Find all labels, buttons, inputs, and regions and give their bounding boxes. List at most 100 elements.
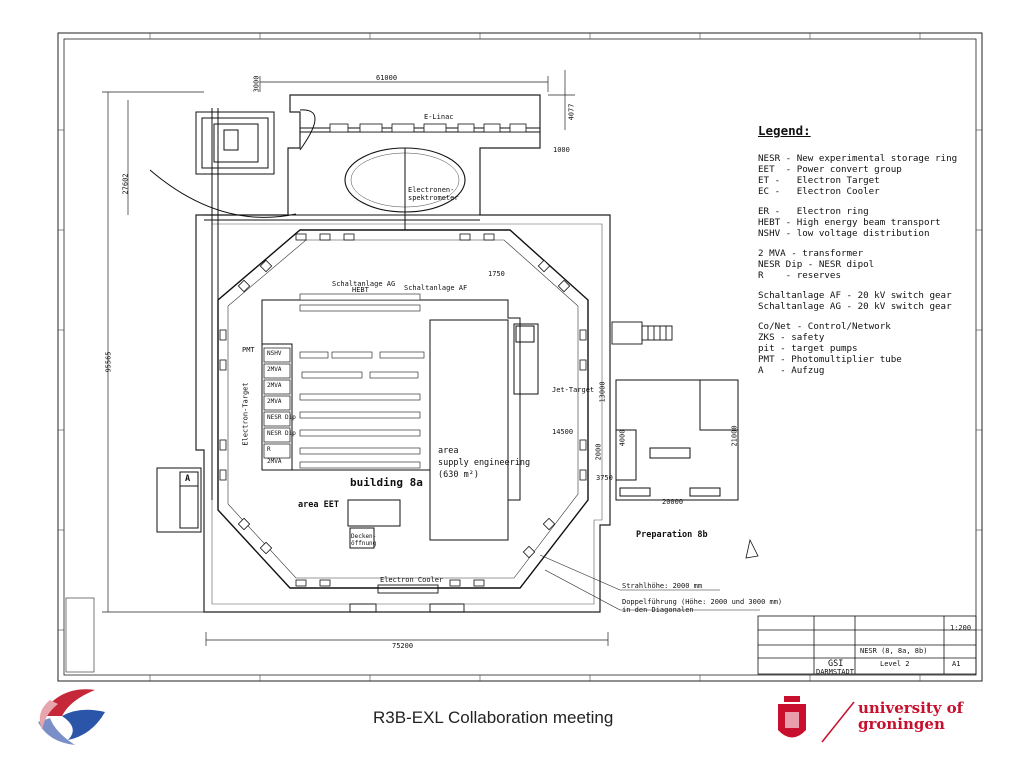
- bottom-details: [349, 584, 465, 613]
- label-area: area: [438, 446, 459, 456]
- dim-1750-label: 1750: [488, 270, 505, 278]
- right-stairs: [611, 321, 673, 345]
- legend-row: Schaltanlage AG - 20 kV switch gear: [758, 301, 952, 312]
- sidebox-label: 2MVA: [267, 458, 282, 465]
- drawing-frame-outer: [57, 32, 983, 682]
- sidebox-label: NESR Dip: [267, 430, 296, 437]
- revision-strip: [65, 597, 95, 673]
- label-elinac: E-Linac: [424, 113, 454, 121]
- legend-row: R - reserves: [758, 270, 841, 281]
- label-preparation-8b: Preparation 8b: [636, 530, 708, 540]
- sidebox-label: 2MVA: [267, 398, 282, 405]
- legend-group: 2 MVA - transformer NESR Dip - NESR dipo…: [758, 248, 978, 281]
- label-pmt: PMT: [242, 346, 255, 354]
- sidebox-label: 2MVA: [267, 382, 282, 389]
- label-schalt-af: Schaltanlage AF: [404, 284, 468, 292]
- label-electron-cooler: Electron Cooler: [380, 576, 444, 584]
- label-strahlhoehe: Strahlhöhe: 2000 mm: [622, 582, 703, 590]
- beamlines: [149, 108, 540, 500]
- legend: Legend: NESR - New experimental storage …: [758, 123, 978, 385]
- legend-group: ER - Electron ring HEBT - High energy be…: [758, 206, 978, 239]
- dimension-top: [259, 70, 575, 130]
- legend-row: 2 MVA - transformer: [758, 248, 864, 259]
- dimension-bottom: [205, 632, 609, 646]
- legend-row: HEBT - High energy beam transport: [758, 217, 941, 228]
- dim-2000-label: 2000: [594, 443, 603, 461]
- label-aufzug-left: A: [185, 474, 191, 484]
- label-doppel-2: in den Diagonalen: [622, 606, 694, 614]
- legend-row: NESR - New experimental storage ring: [758, 153, 958, 164]
- meeting-title: R3B-EXL Collaboration meeting: [373, 708, 614, 727]
- leader-lines: [539, 554, 760, 611]
- hall-inner-outline: [211, 223, 603, 605]
- legend-row: Schaltanlage AF - 20 kV switch gear: [758, 290, 952, 301]
- university-name: university of groningen: [858, 700, 963, 732]
- label-electron-spectrometer: Electronen-spektrometer: [408, 186, 459, 202]
- legend-group: Schaltanlage AF - 20 kV switch gear Scha…: [758, 290, 978, 312]
- label-supply-area: (630 m²): [438, 470, 479, 480]
- dim-3750-label: 3750: [596, 474, 613, 482]
- label-supply: supply engineering: [438, 458, 531, 468]
- titleblock-company-2: DARMSTADT: [816, 668, 854, 676]
- north-arrow-icon: [745, 538, 759, 559]
- legend-row: NSHV - low voltage distribution: [758, 228, 930, 239]
- dim-13000-label: 13000: [598, 381, 607, 403]
- label-decken: Decken-öffnung: [351, 533, 377, 547]
- label-electron-target: Electron-Target: [241, 382, 250, 446]
- titleblock-scale: 1:200: [950, 624, 972, 632]
- sidebox-label: 2MVA: [267, 366, 282, 373]
- legend-row: PMT - Photomultiplier tube: [758, 354, 902, 365]
- side-boxes: [263, 347, 291, 459]
- elinac-elements: [329, 123, 527, 133]
- dimension-left: [102, 91, 204, 613]
- legend-group: Co/Net - Control/Network ZKS - safety pi…: [758, 321, 978, 376]
- legend-group: NESR - New experimental storage ring EET…: [758, 153, 978, 197]
- legend-row: NESR Dip - NESR dipol: [758, 259, 875, 270]
- dim-bottom-label: 75200: [392, 642, 414, 650]
- titleblock-sheet: A1: [952, 660, 961, 668]
- legend-row: EC - Electron Cooler: [758, 186, 880, 197]
- legend-row: EET - Power convert group: [758, 164, 902, 175]
- frame-ticks: [58, 33, 982, 681]
- dim-left-label: 95565: [104, 351, 113, 373]
- upper-left-building: [195, 111, 275, 175]
- label-doppel-1: Doppelführung (Höhe: 2000 und 3000 mm): [622, 598, 783, 606]
- equipment-rows: [299, 293, 425, 469]
- left-elevator: [156, 467, 202, 533]
- dim-left-upper-label: 27602: [121, 173, 130, 195]
- dim-top-label: 61000: [376, 74, 398, 82]
- sidebox-label: R: [267, 446, 271, 453]
- dim-3000-label: 3000: [252, 75, 261, 93]
- titleblock-project: NESR (8, 8a, 8b): [860, 647, 928, 655]
- title-block: [757, 615, 977, 675]
- dim-20000-label: 20000: [662, 498, 684, 506]
- sidebox-label: NESR Dip: [267, 414, 296, 421]
- legend-title: Legend:: [758, 123, 811, 138]
- legend-row: pit - target pumps: [758, 343, 858, 354]
- label-building-8a: building 8a: [350, 476, 423, 489]
- legend-row: ER - Electron ring: [758, 206, 869, 217]
- building-8a: [261, 299, 521, 549]
- dim-4000-label: 4000: [618, 429, 627, 447]
- label-jet-target: Jet-Target: [552, 386, 595, 394]
- legend-row: Co/Net - Control/Network: [758, 321, 891, 332]
- drawing-frame-inner: [63, 38, 977, 676]
- sidebox-label: NSHV: [267, 350, 282, 357]
- label-schalt-ag: Schaltanlage AG: [332, 280, 396, 288]
- legend-row: ZKS - safety: [758, 332, 825, 343]
- preparation-8b: [615, 379, 739, 501]
- dim-21000-label: 21000: [730, 425, 739, 447]
- groningen-crest-logo: [778, 696, 855, 743]
- legend-row: ET - Electron Target: [758, 175, 880, 186]
- right-elevator: [513, 323, 539, 395]
- university-line-1: university of: [858, 699, 964, 717]
- dim-14500-label: 14500: [552, 428, 574, 436]
- dim-4077-label: 4077: [567, 103, 576, 121]
- titleblock-company-1: GSI: [828, 659, 844, 669]
- label-hebt: HEBT: [352, 286, 369, 294]
- titleblock-level: Level 2: [880, 660, 910, 668]
- gsi-swirl-logo: [38, 689, 105, 745]
- legend-row: A - Aufzug: [758, 365, 825, 376]
- dim-1000-label: 1000: [553, 146, 570, 154]
